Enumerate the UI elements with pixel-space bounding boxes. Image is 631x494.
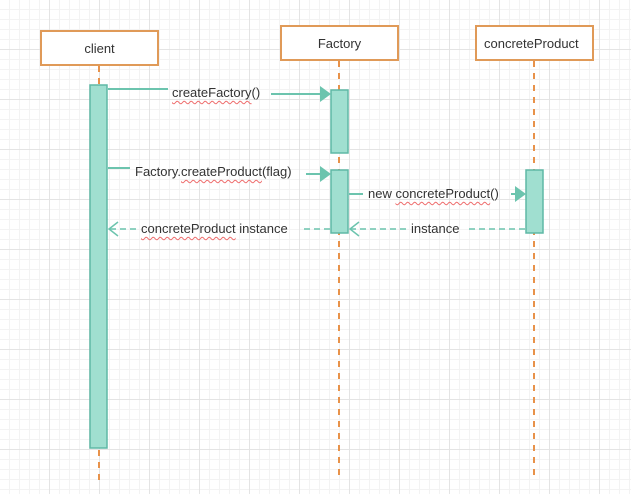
lifeline-concrete-product-label: concreteProduct (484, 35, 579, 51)
product-instance-suffix: instance (235, 221, 288, 236)
new-product-name: concreteProduct (395, 186, 491, 201)
instance-return-arrowhead (348, 221, 360, 237)
product-instance-name: concreteProduct (141, 221, 236, 236)
lifeline-factory-label: Factory (317, 35, 362, 51)
new-product-suffix: () (490, 186, 499, 201)
lifeline-client[interactable]: client (40, 30, 159, 66)
create-product-suffix: (flag) (261, 164, 292, 179)
message-create-product-label[interactable]: Factory.createProduct(flag) (135, 164, 292, 180)
lifeline-client-label: client (84, 40, 115, 56)
message-create-factory-label[interactable]: createFactory() (172, 85, 260, 101)
message-new-product-label[interactable]: new concreteProduct() (368, 186, 499, 202)
new-product-arrowhead (515, 186, 526, 202)
create-product-name: createProduct (181, 164, 262, 179)
lifeline-concrete-product[interactable]: concreteProduct (475, 25, 594, 61)
product-activation-bar (525, 169, 544, 234)
message-instance-return-label[interactable]: instance (411, 221, 459, 237)
create-factory-name: createFactory (172, 85, 252, 100)
lifeline-factory[interactable]: Factory (280, 25, 399, 61)
product-instance-arrowhead (107, 221, 119, 237)
create-product-prefix: Factory. (135, 164, 181, 179)
message-product-instance-label[interactable]: concreteProduct instance (141, 221, 288, 237)
instance-return-text: instance (411, 221, 460, 236)
create-factory-arrowhead (320, 86, 331, 102)
new-product-prefix: new (368, 186, 396, 201)
factory-activation-bar-1 (330, 89, 349, 154)
factory-activation-bar-2 (330, 169, 349, 234)
create-factory-suffix: () (251, 85, 261, 100)
client-activation-bar (89, 84, 108, 449)
create-product-arrowhead (320, 166, 331, 182)
